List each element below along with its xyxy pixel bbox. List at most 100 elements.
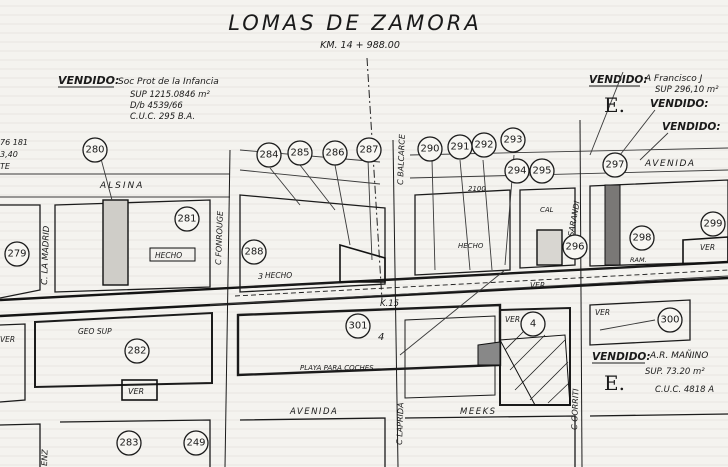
street-enz: ENZ xyxy=(40,449,50,466)
left-sold-label: VENDIDO: xyxy=(58,74,119,87)
lot-circle xyxy=(471,132,497,158)
lot-circle xyxy=(356,137,382,163)
lot-number: 297 xyxy=(605,160,624,171)
lot-number: 287 xyxy=(359,145,378,156)
railway-corridor xyxy=(0,260,728,318)
street-laprida: C LAPRIDA xyxy=(395,402,405,445)
lot-marker-280: 280 xyxy=(82,137,108,163)
big-e-bottom: E. xyxy=(604,371,625,395)
street-alsina: ALSINA xyxy=(99,181,144,191)
lot-circle xyxy=(529,158,555,184)
right-top-sold-note: VENDIDO: A Francisco J SUP 296,10 m² VEN… xyxy=(589,71,721,161)
lot-circle xyxy=(322,140,348,166)
lot-circle xyxy=(657,307,683,333)
lot-marker-295: 295 xyxy=(529,158,555,184)
lot-marker-293: 293 xyxy=(500,127,526,153)
ver-label-5: VER xyxy=(505,315,520,324)
lot-circle xyxy=(629,225,655,251)
hecho-label-1: HECHO xyxy=(155,251,182,260)
left-decree: D/b 4539/66 xyxy=(130,101,183,111)
lot-circle xyxy=(174,206,200,232)
four-label-1: 4 xyxy=(378,332,384,343)
lot-marker-291: 291 xyxy=(447,134,473,160)
lot-number: 285 xyxy=(290,148,309,159)
lot-marker-298: 298 xyxy=(629,225,655,251)
big-e-top: E. xyxy=(604,93,625,117)
lot-circle xyxy=(82,137,108,163)
lot-number: 282 xyxy=(127,346,146,357)
lot-number: 279 xyxy=(7,249,26,260)
street-la-madrid: C. LA MADRID xyxy=(40,225,52,285)
edge-note-2: 3,40 xyxy=(0,150,18,159)
k15-label: K.15 xyxy=(380,299,399,309)
lot-number: 296 xyxy=(565,242,584,253)
lot-marker-297: 297 xyxy=(602,152,628,178)
lot-marker-292: 292 xyxy=(471,132,497,158)
edge-note-3: TE xyxy=(0,162,11,171)
lot-number: 293 xyxy=(503,135,522,146)
edge-note-1: 76 181 xyxy=(0,138,28,147)
lot-number: 294 xyxy=(507,166,526,177)
ver-label-6: VER xyxy=(700,243,715,252)
ver-label-1: VER xyxy=(128,387,144,396)
map-title: LOMAS DE ZAMORA xyxy=(228,11,482,35)
lot-marker-286: 286 xyxy=(322,140,348,166)
right-sold-extra-2: VENDIDO: xyxy=(662,121,721,133)
street-gorriti: C GORRITI xyxy=(570,388,580,430)
street-fonrouge: C FONROUGE xyxy=(214,210,225,265)
axis-line xyxy=(366,57,383,301)
street-avenida-top: AVENIDA xyxy=(644,159,696,169)
lot-marker-279: 279 xyxy=(4,241,30,267)
lot-number: 4 xyxy=(530,319,536,330)
kilometer-label: KM. 14 + 988.00 xyxy=(320,40,400,51)
lot-circle xyxy=(504,158,530,184)
lot-marker-282: 282 xyxy=(124,338,150,364)
leader-lines xyxy=(99,154,656,356)
left-cuc: C.U.C. 295 B.A. xyxy=(130,112,195,122)
lot-marker-283: 283 xyxy=(116,430,142,456)
hatched-areas xyxy=(102,184,728,406)
hecho-label-2: HECHO xyxy=(265,271,292,280)
lot-circle xyxy=(124,338,150,364)
geo-sup-label: GEO SUP xyxy=(78,327,112,336)
lot-number: 288 xyxy=(244,247,263,258)
hecho-label-3: HECHO xyxy=(458,242,484,250)
blocks xyxy=(0,119,728,467)
lot-circle xyxy=(183,430,209,456)
lot-number: 249 xyxy=(186,438,205,449)
lot-circle xyxy=(345,313,371,339)
lot-circle xyxy=(417,136,443,162)
street-balcarce: C BALCARCE xyxy=(396,133,407,185)
lot-circle xyxy=(562,234,588,260)
street-avenida-bottom: AVENIDA xyxy=(289,407,338,417)
cal-label: CAL xyxy=(540,206,554,214)
lot-marker-4: 4 xyxy=(520,311,546,337)
lot-circle xyxy=(4,241,30,267)
lot-number: 281 xyxy=(177,214,196,225)
lot-marker-301: 301 xyxy=(345,313,371,339)
lot-marker-288: 288 xyxy=(241,239,267,265)
lot-circle xyxy=(602,152,628,178)
lot-marker-249: 249 xyxy=(183,430,209,456)
lot-circle xyxy=(500,127,526,153)
lot-number: 290 xyxy=(420,144,439,155)
ver-label-4: VER xyxy=(0,335,15,344)
lot-number: 280 xyxy=(85,145,104,156)
ver-label-2: VER xyxy=(530,281,545,290)
right-top-area: SUP 296,10 m² xyxy=(655,85,719,95)
lot-number: 292 xyxy=(474,140,493,151)
street-meeks: MEEKS xyxy=(460,407,497,417)
lot-number: 291 xyxy=(450,142,469,153)
ver-label-3: VER xyxy=(595,308,610,317)
lot-circle xyxy=(700,211,726,237)
lot-circle xyxy=(520,311,546,337)
lot-number: 283 xyxy=(119,438,138,449)
lot-marker-290: 290 xyxy=(417,136,443,162)
lot-circle xyxy=(116,430,142,456)
lot-number: 299 xyxy=(703,219,722,230)
right-bottom-cuc: C.U.C. 4818 A xyxy=(655,385,714,395)
right-bottom-area: SUP. 73.20 m² xyxy=(645,367,705,377)
left-sold-note: VENDIDO: Soc Prot de la Infancia SUP 121… xyxy=(58,74,219,122)
lot-number: 301 xyxy=(348,321,367,332)
